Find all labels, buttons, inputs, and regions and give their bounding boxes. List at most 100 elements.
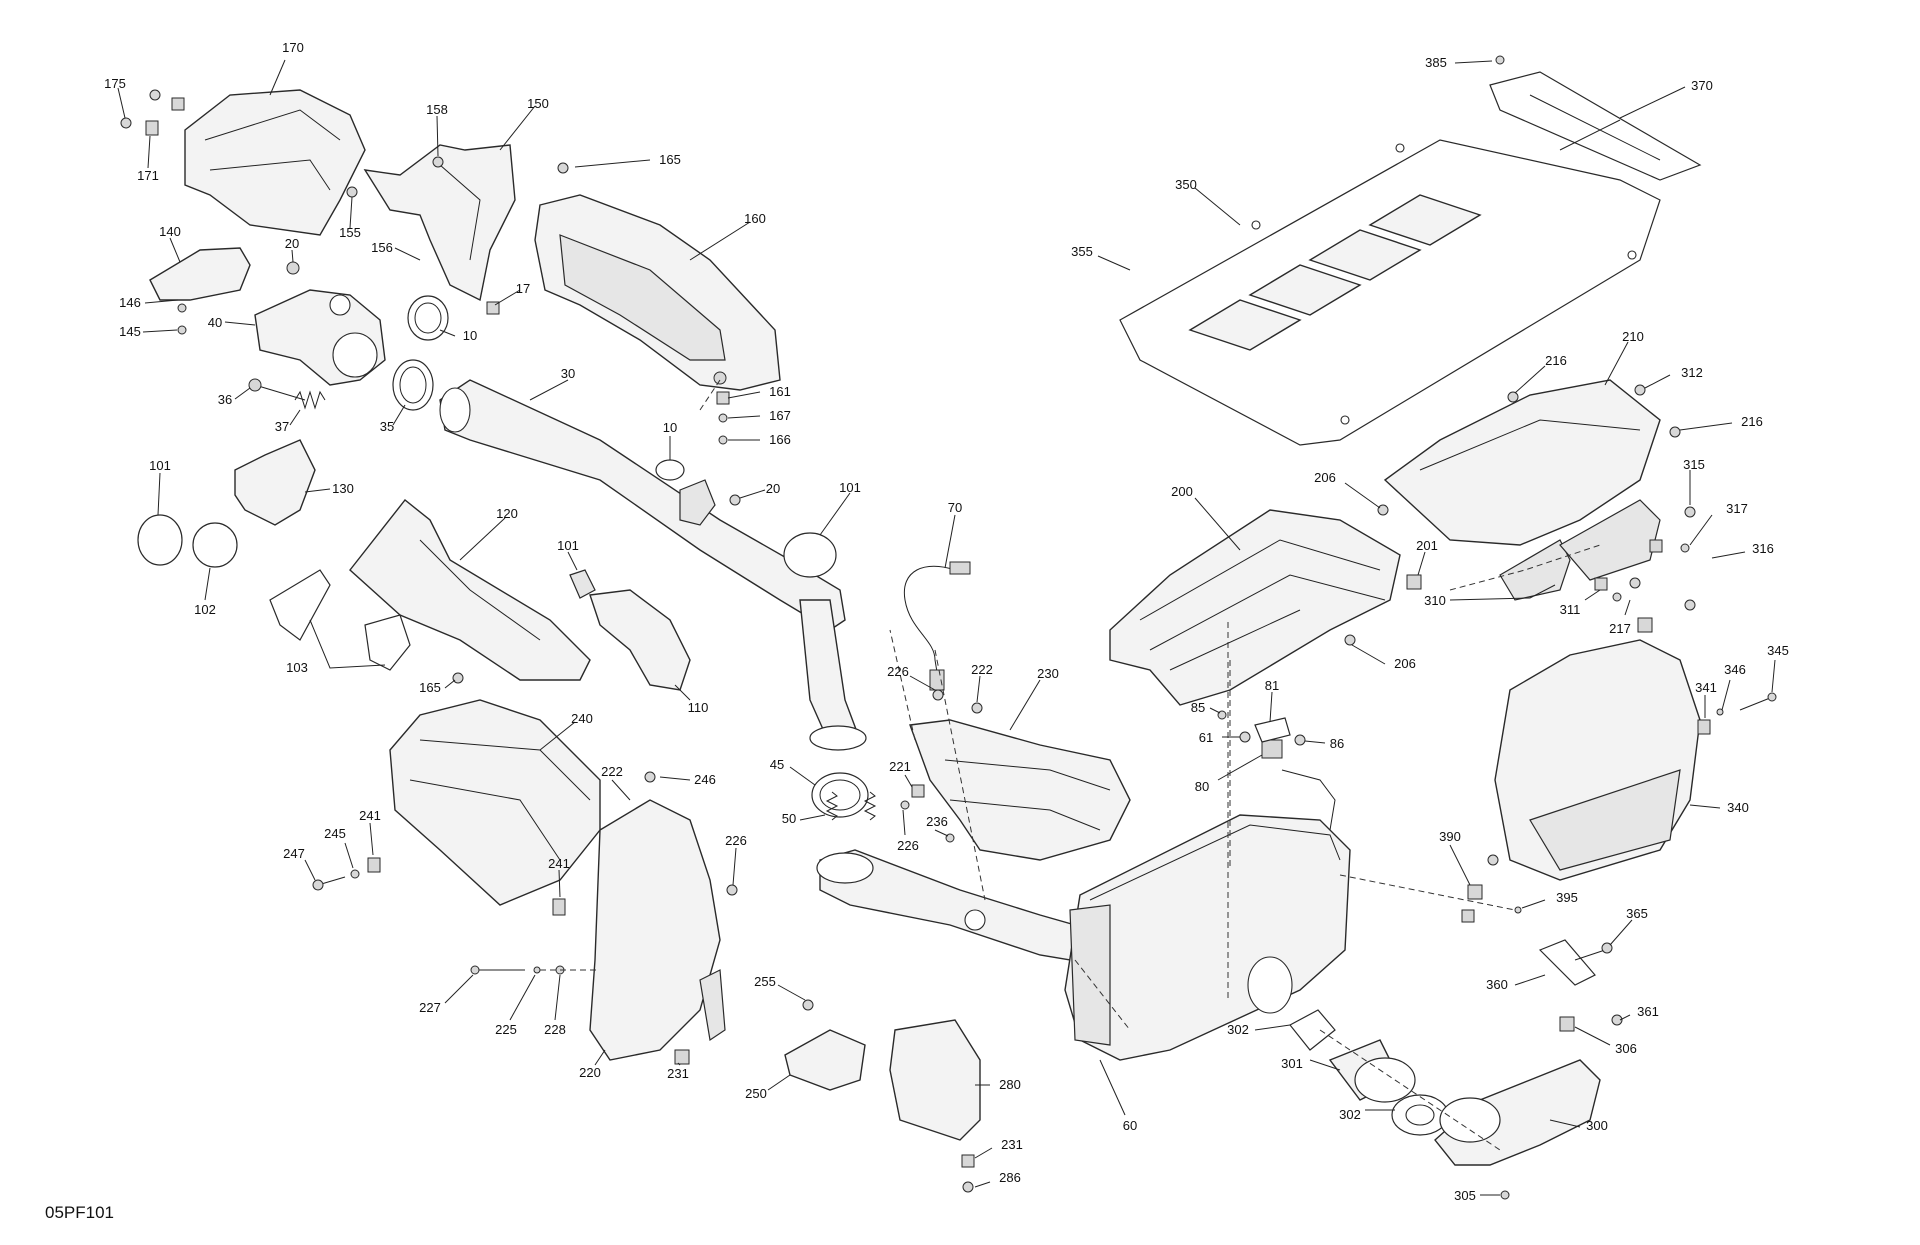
callout-315: 315: [1683, 457, 1705, 505]
callout-70: 70: [944, 500, 962, 569]
callout-302-b: 302: [1339, 1107, 1395, 1122]
callout-310: 310: [1424, 584, 1556, 608]
callout-86: 86: [1304, 736, 1344, 751]
callout-146: 146: [119, 295, 179, 310]
skid-plate-350: [1119, 139, 1661, 446]
callout-216-a: 216: [1514, 353, 1567, 394]
figure-reference-code: 05PF101: [45, 1203, 114, 1222]
callout-317: 317: [1689, 501, 1748, 546]
svg-text:228: 228: [544, 1022, 566, 1037]
spring-50: [825, 791, 877, 821]
svg-text:241: 241: [359, 808, 381, 823]
callout-50: 50: [782, 811, 826, 826]
svg-text:80: 80: [1195, 779, 1209, 794]
svg-text:315: 315: [1683, 457, 1705, 472]
svg-text:216: 216: [1545, 353, 1567, 368]
callout-365: 365: [1609, 906, 1648, 946]
svg-text:160: 160: [744, 211, 766, 226]
svg-text:255: 255: [754, 974, 776, 989]
svg-text:145: 145: [119, 324, 141, 339]
svg-text:61: 61: [1199, 730, 1213, 745]
bracket-360: [1538, 939, 1596, 986]
svg-text:171: 171: [137, 168, 159, 183]
heat-shield-130: [234, 439, 316, 526]
callout-145: 145: [119, 324, 178, 339]
svg-text:217: 217: [1609, 621, 1631, 636]
svg-text:210: 210: [1622, 329, 1644, 344]
svg-text:301: 301: [1281, 1056, 1303, 1071]
callout-161: 161: [727, 384, 791, 399]
svg-text:150: 150: [527, 96, 549, 111]
svg-text:101: 101: [149, 458, 171, 473]
svg-text:110: 110: [688, 700, 709, 715]
callout-10-b: 10: [663, 420, 677, 460]
callout-130: 130: [304, 481, 354, 496]
callout-385: 385: [1425, 55, 1493, 70]
callout-206-a: 206: [1314, 470, 1381, 509]
callout-286: 286: [974, 1170, 1021, 1188]
coupler-35: [392, 359, 434, 411]
svg-text:170: 170: [282, 40, 304, 55]
heat-shield-230: [909, 719, 1131, 861]
spring-37: [294, 390, 326, 410]
heat-shield-280: [889, 1019, 981, 1141]
callout-20-a: 20: [285, 236, 299, 263]
svg-text:101: 101: [557, 538, 579, 553]
heat-shield-150: [363, 144, 516, 302]
svg-text:156: 156: [371, 240, 393, 255]
svg-text:86: 86: [1330, 736, 1344, 751]
callout-85: 85: [1191, 700, 1221, 715]
svg-text:286: 286: [999, 1170, 1021, 1185]
callout-350: 350: [1175, 177, 1241, 226]
bracket-370: [1489, 71, 1702, 181]
callout-236: 236: [926, 814, 949, 837]
svg-text:341: 341: [1695, 680, 1717, 695]
callout-361: 361: [1619, 1004, 1659, 1021]
callout-101-c: 101: [819, 480, 861, 536]
callout-140: 140: [159, 224, 181, 263]
callout-395: 395: [1521, 890, 1578, 909]
svg-text:222: 222: [971, 662, 993, 677]
callout-250: 250: [745, 1074, 791, 1101]
bolt-175: [120, 117, 132, 129]
callout-101-a: 101: [149, 458, 171, 516]
callout-103: 103: [286, 619, 386, 675]
heat-shield-110: [589, 589, 691, 691]
svg-text:390: 390: [1439, 829, 1461, 844]
bracket-81: [1254, 717, 1291, 743]
callout-30: 30: [529, 366, 575, 401]
callout-230: 230: [1009, 666, 1059, 731]
svg-text:102: 102: [194, 602, 216, 617]
svg-text:346: 346: [1724, 662, 1746, 677]
svg-text:130: 130: [332, 481, 354, 496]
clamp-101-c: [569, 569, 596, 599]
svg-text:300: 300: [1586, 1118, 1608, 1133]
callout-312: 312: [1644, 365, 1703, 389]
callout-360: 360: [1486, 974, 1546, 992]
svg-text:231: 231: [667, 1066, 689, 1081]
svg-text:360: 360: [1486, 977, 1508, 992]
callout-222-b: 222: [601, 764, 631, 801]
callout-166: 166: [728, 432, 791, 447]
callout-226-c: 226: [725, 833, 747, 886]
callout-280: 280: [975, 1077, 1021, 1092]
callout-160: 160: [689, 211, 766, 261]
svg-text:20: 20: [285, 236, 299, 251]
callout-231-a: 231: [667, 1062, 689, 1081]
svg-text:350: 350: [1175, 177, 1197, 192]
svg-text:385: 385: [1425, 55, 1447, 70]
svg-text:85: 85: [1191, 700, 1205, 715]
heat-shield-240: [389, 699, 601, 906]
callout-301: 301: [1281, 1056, 1341, 1071]
callouts: 170 175 171 158 150 155 156 17 165 160 1…: [104, 40, 1789, 1203]
callout-220: 220: [579, 1049, 606, 1080]
svg-text:280: 280: [999, 1077, 1021, 1092]
svg-text:222: 222: [601, 764, 623, 779]
callout-311: 311: [1560, 589, 1601, 617]
svg-text:230: 230: [1037, 666, 1059, 681]
svg-text:140: 140: [159, 224, 181, 239]
callout-245: 245: [324, 826, 354, 869]
gasket-10-b: [655, 459, 685, 481]
svg-text:316: 316: [1752, 541, 1774, 556]
svg-text:201: 201: [1416, 538, 1438, 553]
